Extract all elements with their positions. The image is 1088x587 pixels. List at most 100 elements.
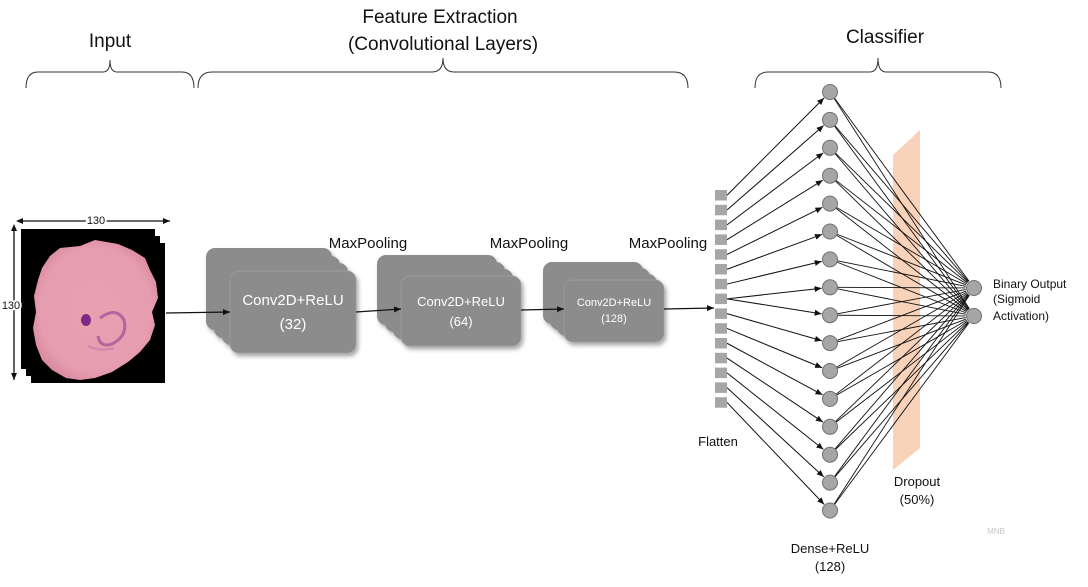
flatten-cell [715,352,727,364]
dense-neuron [822,279,838,296]
parasite-ring [96,311,127,347]
input-image-stack [21,229,165,383]
arrow-conv3-to-flatten [663,305,715,312]
conv-block-1 [206,248,357,354]
dense-label-name: Dense+ReLU [791,541,869,556]
flatten-cell [715,367,727,379]
output-label-line3: Activation) [993,309,1049,323]
arrow-conv1-to-conv2 [355,306,402,313]
dense-layer-nodes [822,84,838,519]
edge-flatten-dense [726,298,822,316]
dense-neuron [822,139,838,156]
edge-flatten-dense [726,152,824,226]
dense-label-units: (128) [815,559,845,574]
conv-block-2 [377,255,522,347]
edge-dense-output [835,292,968,395]
dense-neuron [822,363,838,379]
edge-flatten-dense [726,402,825,505]
conv-block-3-name: Conv2D+ReLU [577,297,651,309]
watermark: MNB [987,527,1005,536]
edge-flatten-dense [726,233,823,270]
edge-dense-output [834,294,969,450]
dense-neuron [822,390,838,407]
edge-flatten-dense [726,342,823,396]
section-title-convolutional-layers: (Convolutional Layers) [348,34,538,55]
edge-dense-output [837,289,966,315]
arrow-conv2-to-conv3 [520,306,565,313]
width-dimension-label: 130 [87,215,105,227]
dense-neuron [822,418,838,435]
dense-neuron [822,111,838,128]
edge-flatten-dense [726,313,822,342]
edge-dense-output [833,294,970,505]
edge-flatten-dense [726,97,825,196]
dense-neuron [822,446,838,463]
dense-neuron [822,474,838,491]
maxpooling-label-2: MaxPooling [490,235,568,252]
edge-flatten-dense [726,387,825,478]
height-dimension-label: 130 [2,300,20,312]
section-title-input: Input [89,31,132,52]
dense-neuron [822,251,838,268]
flatten-cell [715,397,727,408]
output-layer-nodes [966,280,982,324]
flatten-cell [715,308,727,319]
conv-block-2-filters: (64) [449,314,472,329]
edge-dense-output [836,291,967,368]
conv-block-3 [543,262,665,343]
flatten-cell [715,249,727,260]
section-title-feature-extraction: Feature Extraction [362,7,517,28]
conv-block-1-name: Conv2D+ReLU [242,292,343,309]
section-title-classifier: Classifier [846,27,925,48]
flatten-vector [715,190,727,408]
dense-neuron [822,84,838,100]
dropout-label-rate: (50%) [900,492,935,507]
edge-flatten-dense [726,327,823,369]
flatten-cell [715,293,727,305]
edge-flatten-dense [726,260,822,285]
dense-neuron [822,307,838,324]
edge-dense-output [836,233,967,286]
dropout-label-name: Dropout [894,474,941,489]
blood-cell-image [33,240,158,380]
dense-neuron [822,167,838,184]
output-neuron [966,280,982,296]
dense-neuron [822,335,838,352]
edge-flatten-dense [726,206,823,255]
edge-dense-output [836,207,967,285]
connection-lines [726,97,970,505]
edge-flatten-dense [726,372,824,450]
edge-dense-output [834,97,970,282]
brace-feature-extraction [197,57,689,89]
flatten-cell [715,382,727,393]
output-label-line1: Binary Output [993,277,1067,291]
conv-block-2-name: Conv2D+ReLU [417,294,505,309]
flatten-cell [715,278,727,290]
edge-dense-output [837,260,966,287]
edge-flatten-dense [726,179,824,241]
flatten-cell [715,323,727,334]
edge-flatten-dense [726,125,824,211]
dense-neuron [822,502,838,519]
edge-dense-output [834,322,970,505]
flatten-cell [715,204,727,216]
edge-dense-output [834,294,970,477]
conv-block-1-filters: (32) [280,316,307,333]
brace-classifier [754,57,1002,89]
edge-dense-output [835,179,968,284]
edge-dense-output [835,152,969,283]
maxpooling-label-3: MaxPooling [629,235,707,252]
edge-dense-output [837,286,966,289]
conv-block-3-filters: (128) [601,313,627,325]
dense-neuron [822,223,838,240]
dense-neuron [822,195,838,212]
flatten-cell [715,338,727,349]
flatten-cell [715,234,727,245]
arrow-input-to-conv1 [165,309,231,316]
maxpooling-label-1: MaxPooling [329,235,407,252]
edge-dense-output [835,293,969,422]
parasite-nucleus [81,314,91,326]
flatten-cell [715,264,727,275]
edge-flatten-dense [726,357,824,423]
